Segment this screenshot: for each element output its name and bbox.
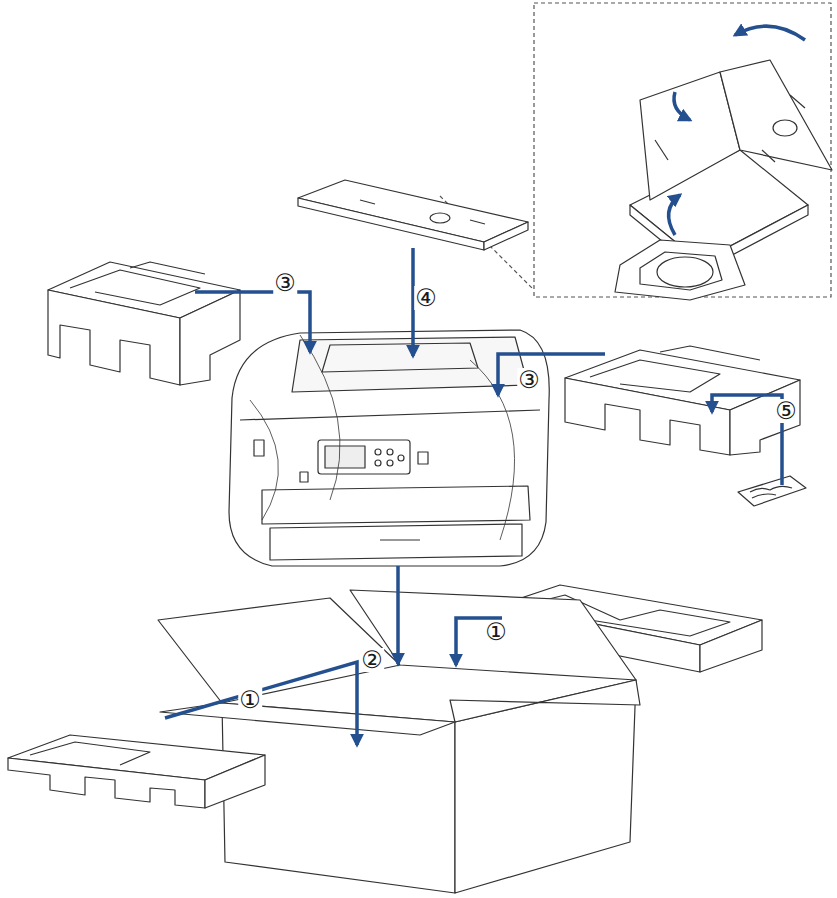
accessory-bag xyxy=(738,476,806,506)
callout-number: ② xyxy=(360,648,384,672)
callout-number: ① xyxy=(484,620,508,644)
callout-number: ⑤ xyxy=(774,399,798,423)
top-cardboard xyxy=(298,180,528,250)
callout-number: ④ xyxy=(414,286,438,310)
printer xyxy=(229,330,549,566)
callout-number: ① xyxy=(238,688,262,712)
foam-insert xyxy=(565,346,800,455)
callout-number: ③ xyxy=(517,368,541,392)
movement-arrows xyxy=(165,26,805,745)
foam-insert xyxy=(8,735,265,808)
foam-insert xyxy=(48,262,240,385)
inset-frame xyxy=(534,3,831,297)
disc-bag xyxy=(615,240,745,300)
callout-number: ③ xyxy=(273,271,297,295)
